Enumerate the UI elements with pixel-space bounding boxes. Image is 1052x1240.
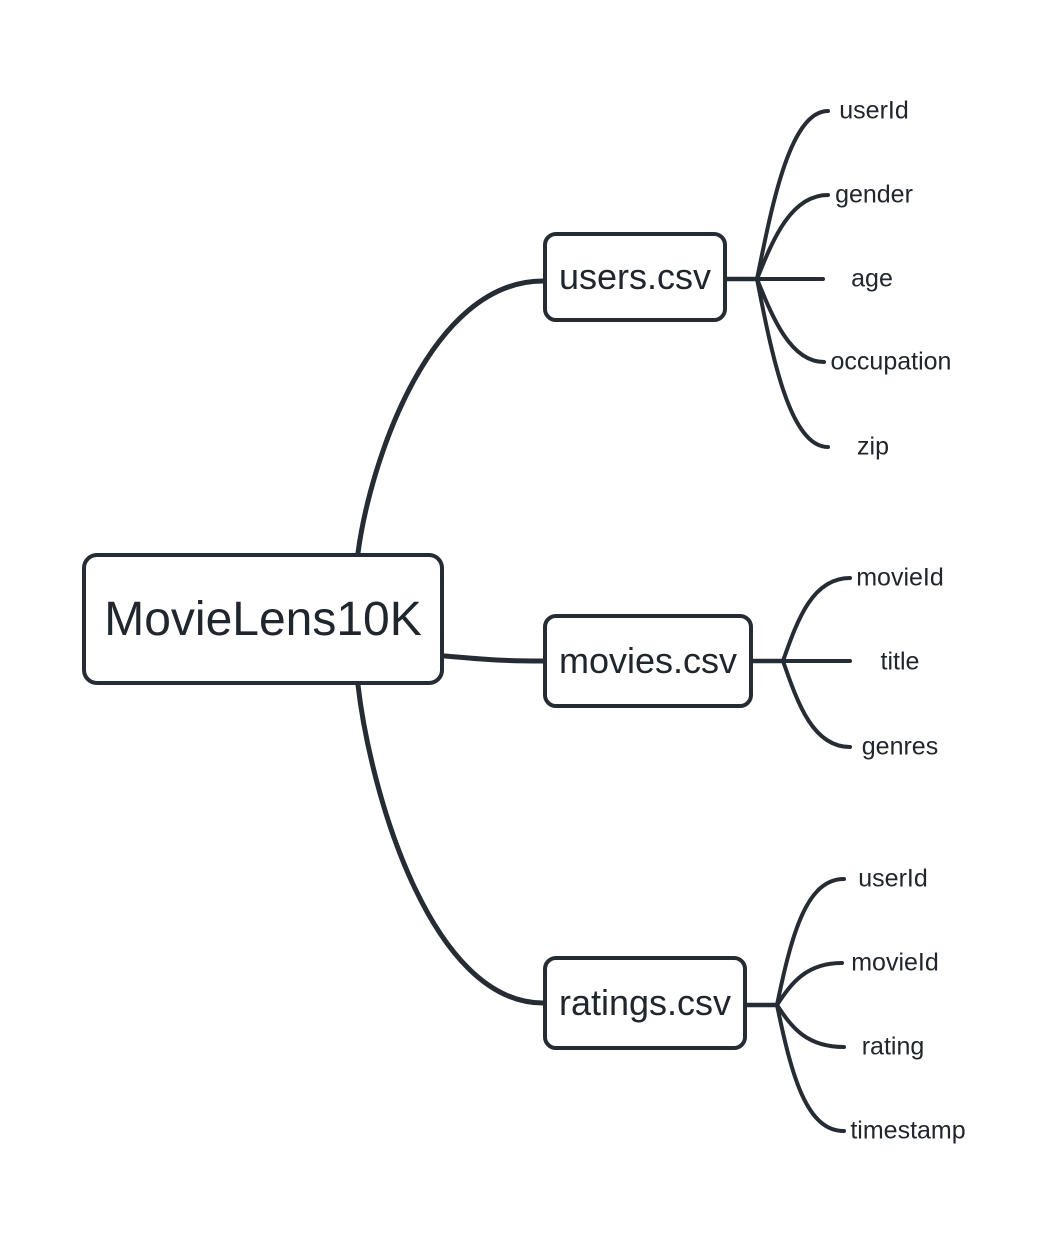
- edge-root-users: [355, 278, 546, 556]
- edge-ratings-movieid: [775, 961, 844, 1007]
- leaf-movies-title: title: [880, 647, 920, 676]
- leaf-ratings-timestamp: timestamp: [850, 1116, 966, 1145]
- leaf-users-occupation: occupation: [830, 347, 952, 376]
- edge-users-occupation: [755, 277, 826, 364]
- edge-users-zip: [755, 277, 830, 449]
- leaf-ratings-movieid: movieId: [851, 948, 939, 977]
- node-users-csv: users.csv: [543, 232, 727, 322]
- edge-root-movies: [442, 653, 546, 664]
- leaf-ratings-userid: userId: [858, 864, 928, 893]
- node-root: MovieLens10K: [82, 553, 444, 685]
- leaf-users-gender: gender: [835, 180, 913, 209]
- node-users-csv-label: users.csv: [558, 256, 712, 297]
- node-root-label: MovieLens10K: [104, 592, 422, 646]
- edge-movies-genres: [781, 659, 852, 749]
- node-movies-csv: movies.csv: [543, 614, 753, 708]
- edge-ratings-userid: [775, 877, 846, 1007]
- edge-users-userid: [755, 109, 830, 281]
- edge-movies-movieid: [781, 576, 852, 663]
- edge-root-ratings: [355, 682, 546, 1006]
- node-movies-csv-label: movies.csv: [558, 640, 738, 681]
- edge-ratings-timestamp: [775, 1003, 846, 1133]
- node-ratings-csv-label: ratings.csv: [558, 982, 732, 1023]
- leaf-users-age: age: [851, 264, 893, 293]
- leaf-movies-movieid: movieId: [856, 563, 944, 592]
- leaf-movies-genres: genres: [861, 732, 939, 761]
- leaf-users-zip: zip: [857, 432, 889, 461]
- node-ratings-csv: ratings.csv: [543, 956, 747, 1050]
- edge-ratings-rating: [775, 1003, 846, 1049]
- leaf-users-userid: userId: [839, 96, 909, 125]
- edge-users-gender: [755, 193, 830, 281]
- leaf-ratings-rating: rating: [861, 1032, 925, 1061]
